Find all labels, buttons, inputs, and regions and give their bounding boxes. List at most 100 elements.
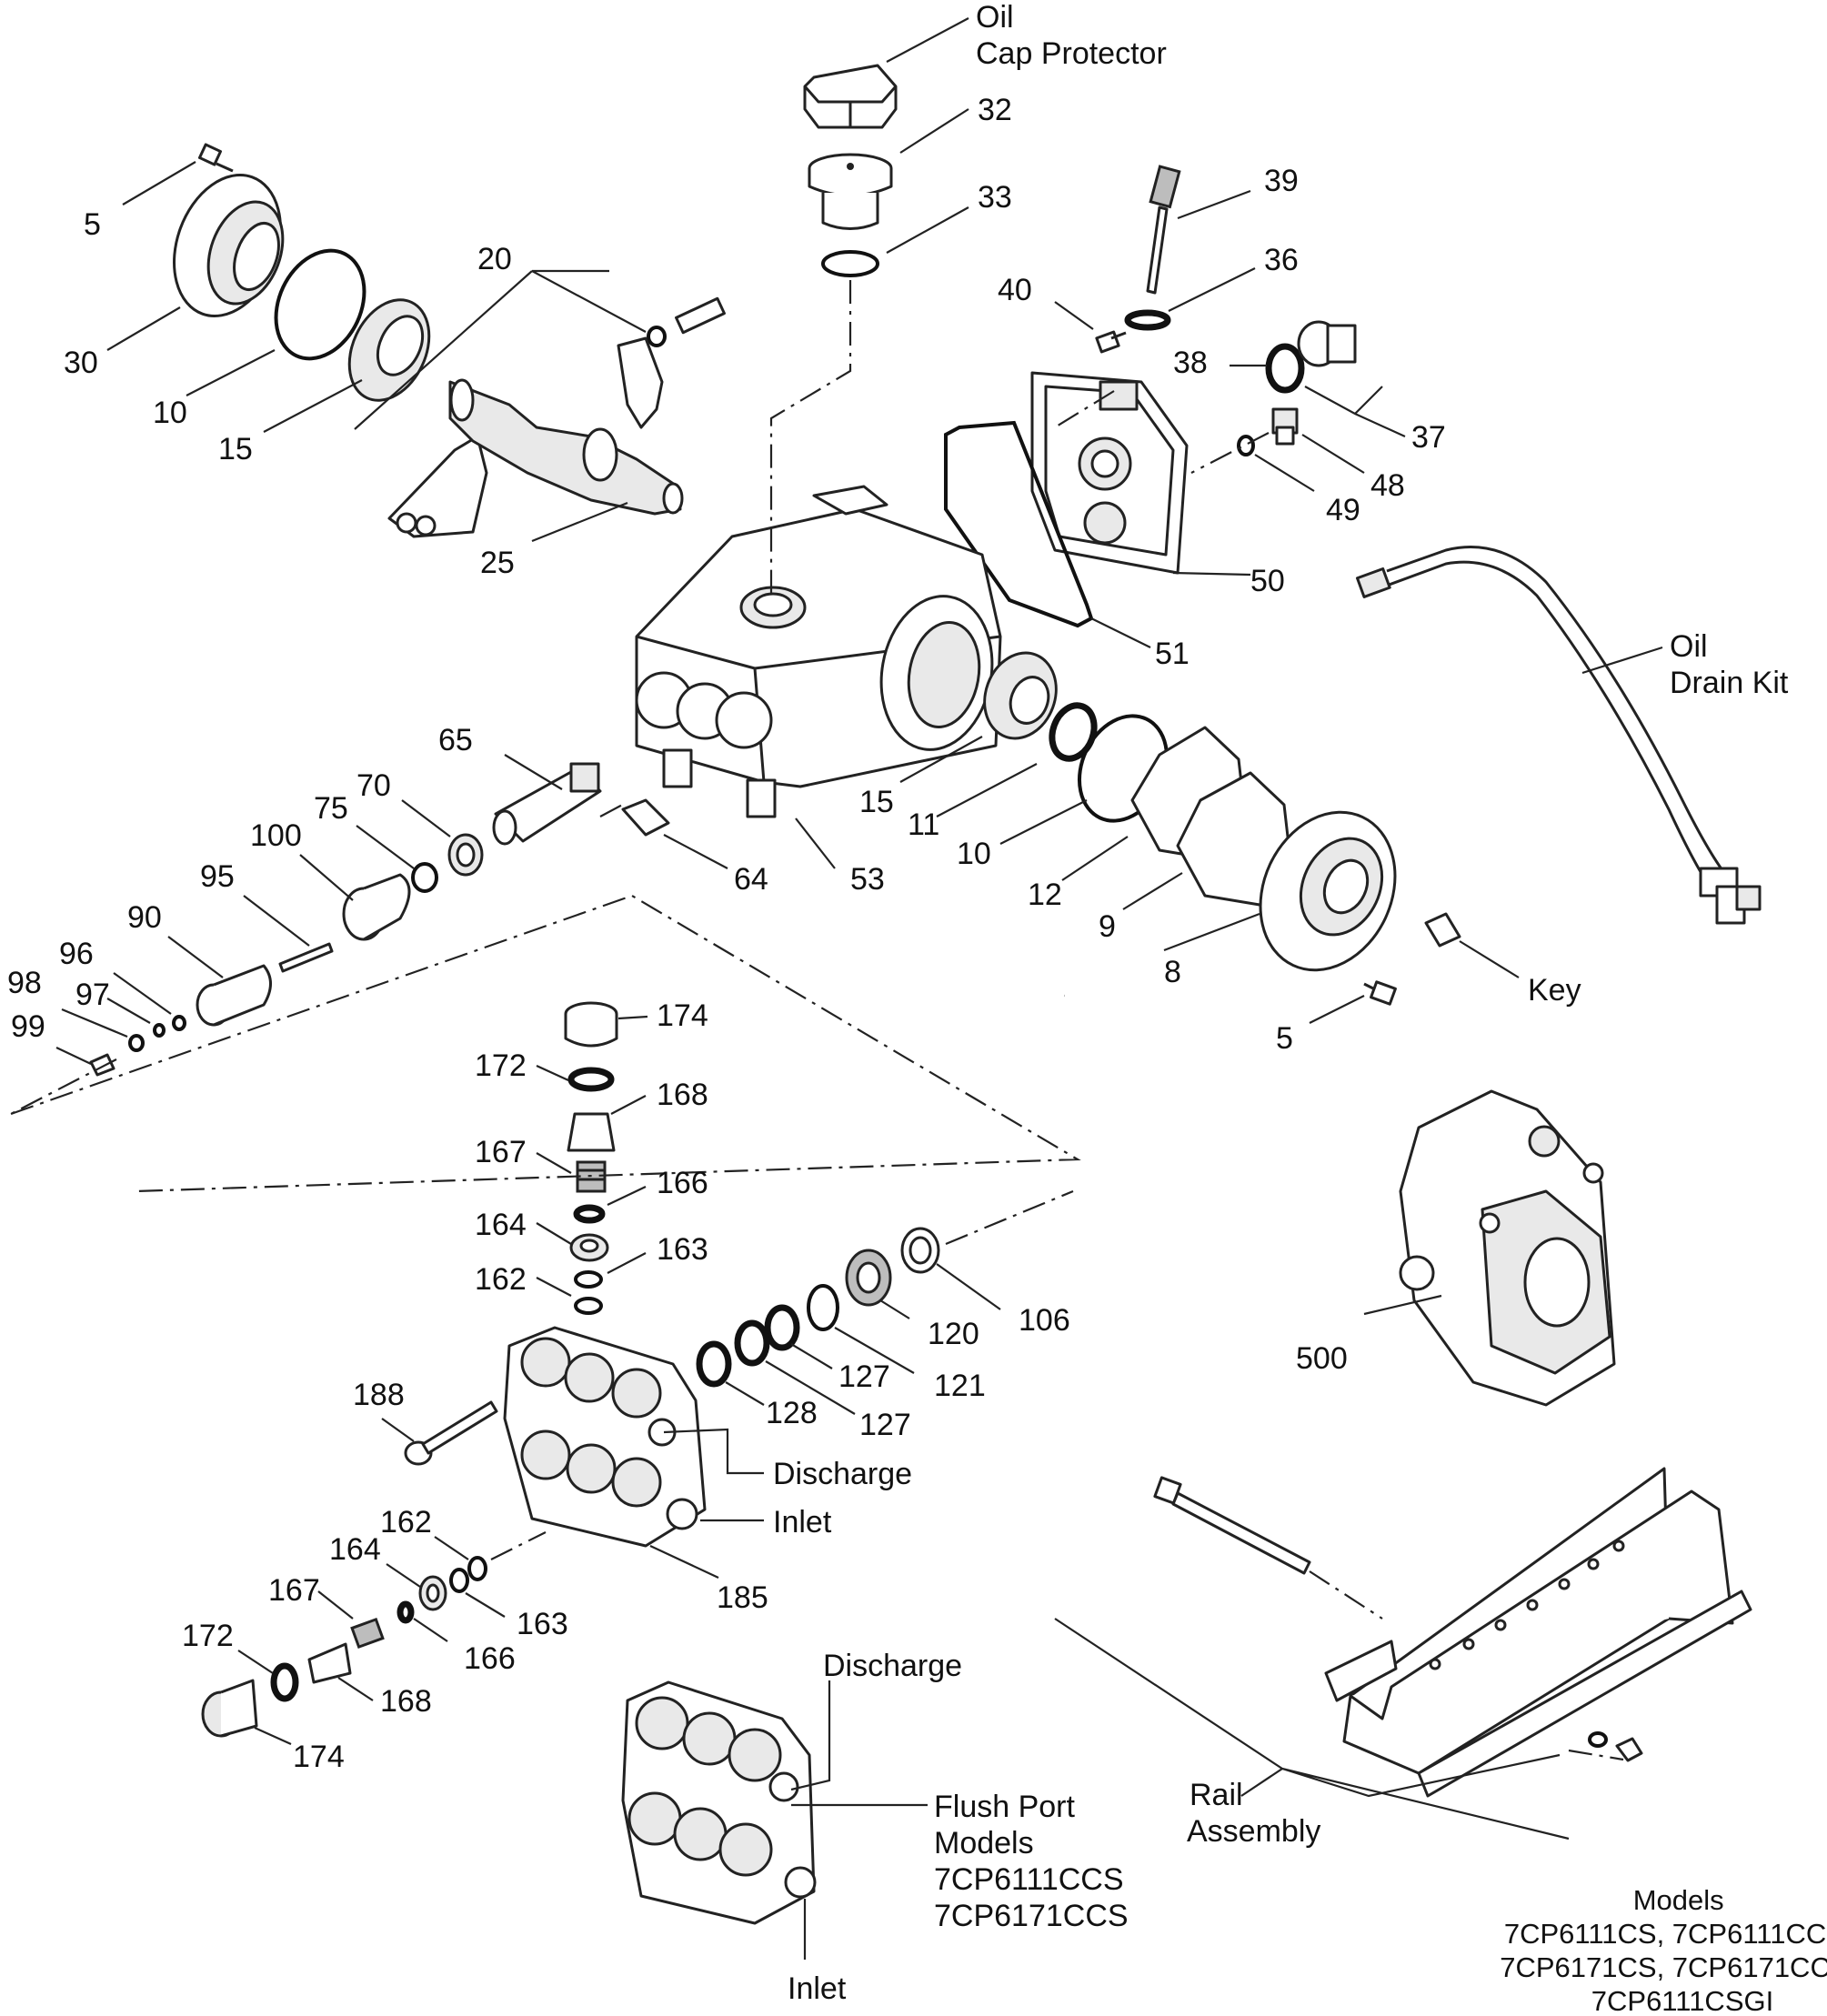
- flush-port-manifold: [621, 1680, 817, 1925]
- valve-plug-174-bottom: [201, 1679, 258, 1738]
- valve-plug-174-top: [564, 1001, 618, 1048]
- label-11: 11: [908, 807, 939, 842]
- label-33: 33: [978, 180, 1012, 215]
- plunger-rod-65: [492, 762, 602, 846]
- o-ring-162-top: [574, 1297, 603, 1315]
- seal-96: [172, 1015, 186, 1031]
- label-inlet-a: Inlet: [773, 1505, 832, 1540]
- o-ring-162-bottom: [467, 1556, 487, 1581]
- label-106: 106: [1019, 1303, 1070, 1338]
- label-5-bottom: 5: [1276, 1021, 1293, 1056]
- label-38: 38: [1173, 346, 1208, 380]
- label-discharge-a: Discharge: [773, 1457, 912, 1491]
- label-48: 48: [1370, 468, 1405, 503]
- rear-cover-50: [1030, 371, 1189, 575]
- label-174-top: 174: [657, 998, 708, 1033]
- label-50: 50: [1250, 564, 1285, 598]
- label-172-bottom: 172: [182, 1619, 234, 1653]
- drain-plug-48: [1271, 407, 1299, 446]
- seal-120: [845, 1249, 892, 1307]
- label-53: 53: [850, 862, 885, 897]
- label-127-a: 127: [838, 1359, 890, 1394]
- bearing-15-right: [983, 651, 1058, 740]
- label-20: 20: [477, 242, 512, 276]
- label-121: 121: [934, 1369, 986, 1403]
- label-166-bottom: 166: [464, 1641, 516, 1676]
- label-188: 188: [353, 1378, 405, 1412]
- label-32: 32: [978, 93, 1012, 127]
- gearbox-500: [1399, 1089, 1616, 1407]
- dipstick-part: [1124, 165, 1181, 331]
- plug-37: [1297, 320, 1357, 367]
- valve-seat-164-bottom: [418, 1575, 447, 1611]
- label-166-top: 166: [657, 1166, 708, 1200]
- label-12: 12: [1028, 878, 1062, 912]
- label-5-top: 5: [84, 207, 101, 242]
- label-75: 75: [314, 791, 348, 826]
- leader-lines: [55, 17, 1663, 1960]
- label-168-bottom: 168: [380, 1684, 432, 1719]
- seal-128: [696, 1340, 732, 1388]
- label-inlet-b: Inlet: [788, 1971, 847, 2006]
- valve-166-top: [573, 1204, 606, 1224]
- bearing-15-left: [347, 298, 431, 402]
- manifold-185: [503, 1326, 707, 1548]
- rail-assembly-part: [1153, 1467, 1752, 1798]
- o-ring-10-left: [274, 248, 366, 361]
- nut-99: [89, 1053, 115, 1077]
- connecting-rod-bolt-20: [647, 296, 726, 347]
- washer-98: [128, 1034, 145, 1052]
- label-30: 30: [64, 346, 98, 380]
- seal-retainer-106: [900, 1227, 940, 1274]
- label-120: 120: [928, 1317, 979, 1351]
- bolt-5-top: [197, 143, 234, 173]
- label-97: 97: [75, 978, 110, 1012]
- o-ring-33: [821, 250, 879, 277]
- label-39: 39: [1264, 164, 1299, 198]
- o-ring-172-bottom: [270, 1662, 299, 1702]
- label-162-top: 162: [475, 1262, 527, 1297]
- label-100: 100: [250, 818, 302, 853]
- label-167-bottom: 167: [268, 1573, 320, 1608]
- label-163-top: 163: [657, 1232, 708, 1267]
- oil-cap-protector-part: [803, 64, 898, 129]
- label-168-top: 168: [657, 1078, 708, 1112]
- o-ring-163-top: [574, 1270, 603, 1289]
- label-500: 500: [1296, 1341, 1348, 1376]
- label-95: 95: [200, 859, 235, 894]
- connecting-rod-part: [387, 336, 664, 538]
- screw-40: [1095, 330, 1127, 354]
- label-key: Key: [1528, 973, 1581, 1008]
- label-164-top: 164: [475, 1208, 527, 1242]
- o-ring-97: [153, 1023, 166, 1038]
- sleeve-100: [342, 873, 411, 941]
- o-ring-49: [1237, 435, 1255, 456]
- o-ring-163-bottom: [449, 1568, 469, 1593]
- bolt-188: [404, 1400, 498, 1466]
- models-note: Models 7CP6111CS, 7CP6111CCS, 7CP6171CS,…: [1500, 1884, 1827, 2016]
- seal-38: [1265, 343, 1305, 394]
- seal-127-b: [734, 1319, 770, 1367]
- label-70: 70: [356, 768, 391, 803]
- label-36: 36: [1264, 243, 1299, 277]
- bearing-cover-30: [173, 174, 285, 317]
- bolt-5-bottom: [1363, 980, 1397, 1006]
- label-164-bottom: 164: [329, 1532, 381, 1567]
- bearing-cover-8: [1259, 810, 1397, 972]
- label-discharge-b: Discharge: [823, 1649, 962, 1683]
- label-99: 99: [11, 1009, 45, 1044]
- label-10-top: 10: [153, 396, 187, 430]
- o-ring-172-top: [567, 1067, 615, 1092]
- pin-64: [621, 798, 670, 837]
- label-98: 98: [7, 966, 42, 1000]
- label-51: 51: [1155, 637, 1190, 671]
- key-part: [1424, 912, 1461, 948]
- label-37: 37: [1411, 420, 1446, 455]
- valve-cage-168-top: [567, 1112, 616, 1152]
- crankshaft-25: [448, 378, 684, 516]
- valve-166-bottom: [397, 1600, 415, 1624]
- label-65: 65: [438, 723, 473, 757]
